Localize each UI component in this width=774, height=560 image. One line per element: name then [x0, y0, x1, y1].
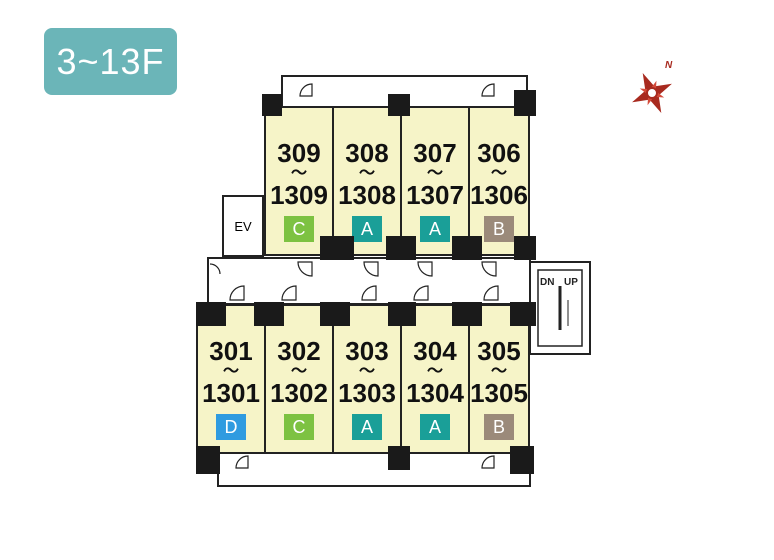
unit-304[interactable]: 304 〜 1304 A [400, 304, 470, 454]
column [388, 94, 410, 116]
unit-number: 304 [413, 336, 457, 366]
unit-302[interactable]: 302 〜 1302 C [264, 304, 334, 454]
unit-number: 309 [277, 138, 321, 168]
unit-309[interactable]: 309 〜 1309 C [264, 106, 334, 256]
column [254, 302, 284, 326]
elevator: EV [222, 195, 264, 257]
unit-type-badge: B [484, 216, 514, 242]
stairs-down-label: DN [540, 277, 555, 288]
elevator-label: EV [234, 218, 252, 234]
unit-number-top-floor: 1303 [338, 378, 396, 408]
unit-307[interactable]: 307 〜 1307 A [400, 106, 470, 256]
unit-type-badge: A [420, 216, 450, 242]
column [386, 236, 416, 260]
unit-number: 302 [277, 336, 321, 366]
unit-number-top-floor: 1305 [470, 378, 528, 408]
range-tilde: 〜 [426, 165, 443, 182]
unit-number: 305 [477, 336, 521, 366]
unit-type-badge: C [284, 414, 314, 440]
unit-number-top-floor: 1306 [470, 180, 528, 210]
unit-305[interactable]: 305 〜 1305 B [468, 304, 530, 454]
stairs-up-label: UP [564, 277, 578, 288]
column [196, 446, 220, 474]
range-tilde: 〜 [426, 363, 443, 380]
floor-badge: 3~13F [44, 28, 177, 95]
unit-number-top-floor: 1307 [406, 180, 464, 210]
range-tilde: 〜 [290, 363, 307, 380]
range-tilde: 〜 [358, 363, 375, 380]
column [320, 302, 350, 326]
column [388, 446, 410, 470]
range-tilde: 〜 [222, 363, 239, 380]
unit-type-badge: B [484, 414, 514, 440]
unit-303[interactable]: 303 〜 1303 A [332, 304, 402, 454]
range-tilde: 〜 [490, 165, 507, 182]
range-tilde: 〜 [490, 363, 507, 380]
column [452, 302, 482, 326]
column [510, 302, 536, 326]
unit-number-top-floor: 1309 [270, 180, 328, 210]
range-tilde: 〜 [358, 165, 375, 182]
unit-number-top-floor: 1302 [270, 378, 328, 408]
column [514, 236, 536, 260]
unit-number: 306 [477, 138, 521, 168]
unit-type-badge: D [216, 414, 246, 440]
unit-number-top-floor: 1308 [338, 180, 396, 210]
unit-type-badge: C [284, 216, 314, 242]
unit-number-top-floor: 1301 [202, 378, 260, 408]
unit-number: 301 [209, 336, 253, 366]
column [510, 446, 534, 474]
column [320, 236, 354, 260]
column [514, 90, 536, 116]
unit-type-badge: A [420, 414, 450, 440]
unit-301[interactable]: 301 〜 1301 D [196, 304, 266, 454]
unit-type-badge: A [352, 216, 382, 242]
unit-type-badge: A [352, 414, 382, 440]
unit-number: 303 [345, 336, 389, 366]
range-tilde: 〜 [290, 165, 307, 182]
compass-north-label: N [665, 60, 673, 71]
column [262, 94, 282, 116]
unit-308[interactable]: 308 〜 1308 A [332, 106, 402, 256]
column [388, 302, 416, 326]
unit-number: 307 [413, 138, 457, 168]
compass-icon [632, 73, 672, 113]
column [196, 302, 226, 326]
unit-number-top-floor: 1304 [406, 378, 464, 408]
column [452, 236, 482, 260]
unit-number: 308 [345, 138, 389, 168]
unit-306[interactable]: 306 〜 1306 B [468, 106, 530, 256]
